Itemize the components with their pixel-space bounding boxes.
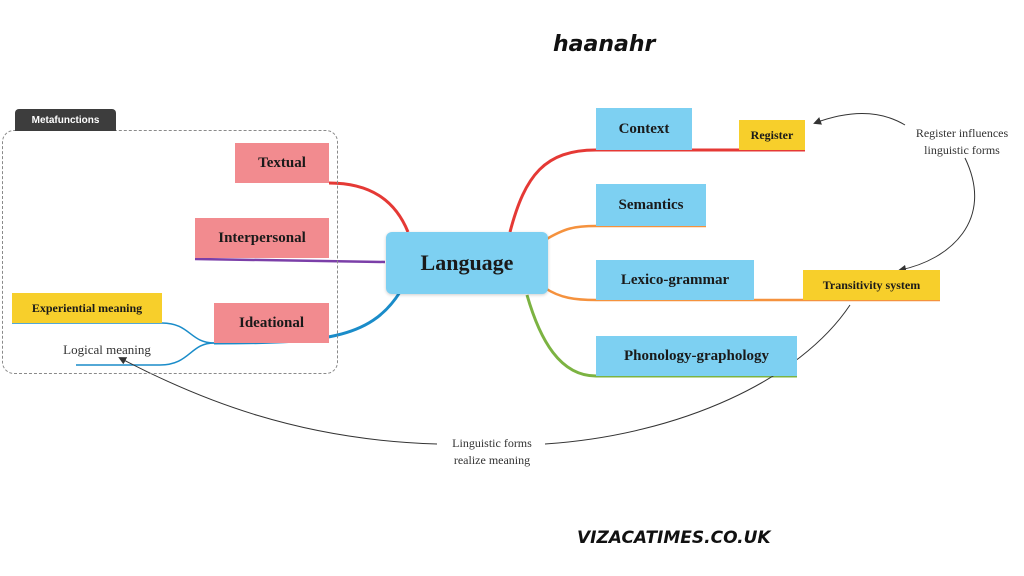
branch-phonology <box>525 294 797 378</box>
node-transitivity-system: Transitivity system <box>803 270 940 300</box>
node-language: Language <box>386 232 548 294</box>
node-textual: Textual <box>235 143 329 183</box>
node-lexico-grammar: Lexico-grammar <box>596 260 754 300</box>
site-title: haanahr <box>553 32 656 57</box>
annotation-register-influences: Register influences linguistic forms <box>900 125 1024 159</box>
branch-context <box>508 148 805 233</box>
node-phonology-graphology: Phonology-graphology <box>596 336 797 376</box>
branch-logical <box>76 342 215 366</box>
branch-textual <box>328 181 410 233</box>
arrow-to-register <box>813 113 906 126</box>
annotation-realize-line2: realize meaning <box>453 453 531 467</box>
branch-semantics <box>544 224 706 242</box>
footer-watermark: VIZACATIMES.CO.UK <box>577 528 771 548</box>
branch-lexicogrammar <box>544 286 940 302</box>
arrow-realize-to-logical <box>118 357 438 445</box>
annotation-realize-meaning: Linguistic forms realize meaning <box>434 435 550 469</box>
node-logical-meaning: Logical meaning <box>63 342 151 357</box>
node-semantics: Semantics <box>596 184 706 226</box>
annotation-register-line2: linguistic forms <box>924 143 1000 157</box>
branch-experiential <box>12 322 215 344</box>
node-register: Register <box>739 120 805 150</box>
arrow-register-to-transitivity <box>898 157 976 273</box>
metafunctions-frame <box>2 130 338 374</box>
node-context: Context <box>596 108 692 150</box>
node-interpersonal: Interpersonal <box>195 218 329 258</box>
branch-interpersonal <box>194 257 386 264</box>
annotation-register-line1: Register influences <box>915 126 1009 140</box>
arrow-transitivity-to-realize <box>544 304 851 445</box>
metafunctions-label: Metafunctions <box>15 109 116 131</box>
annotation-realize-line1: Linguistic forms <box>452 436 532 450</box>
node-ideational: Ideational <box>214 303 329 343</box>
node-experiential-meaning: Experiential meaning <box>12 293 162 323</box>
